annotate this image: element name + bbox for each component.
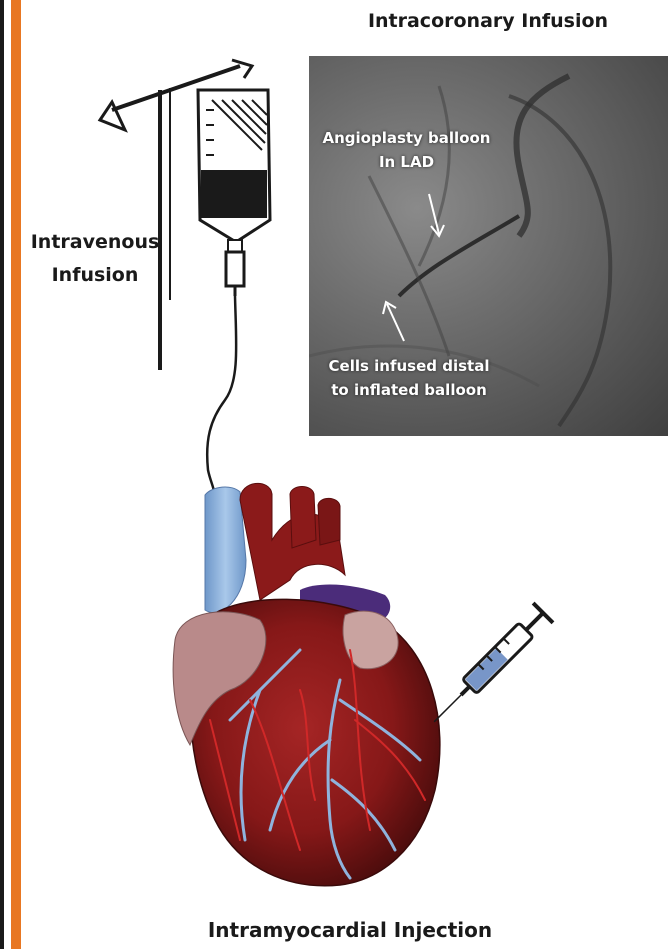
syringe-icon — [424, 603, 553, 732]
intramyocardial-injection-title: Intramyocardial Injection — [130, 918, 570, 942]
vena-cava — [205, 487, 246, 613]
